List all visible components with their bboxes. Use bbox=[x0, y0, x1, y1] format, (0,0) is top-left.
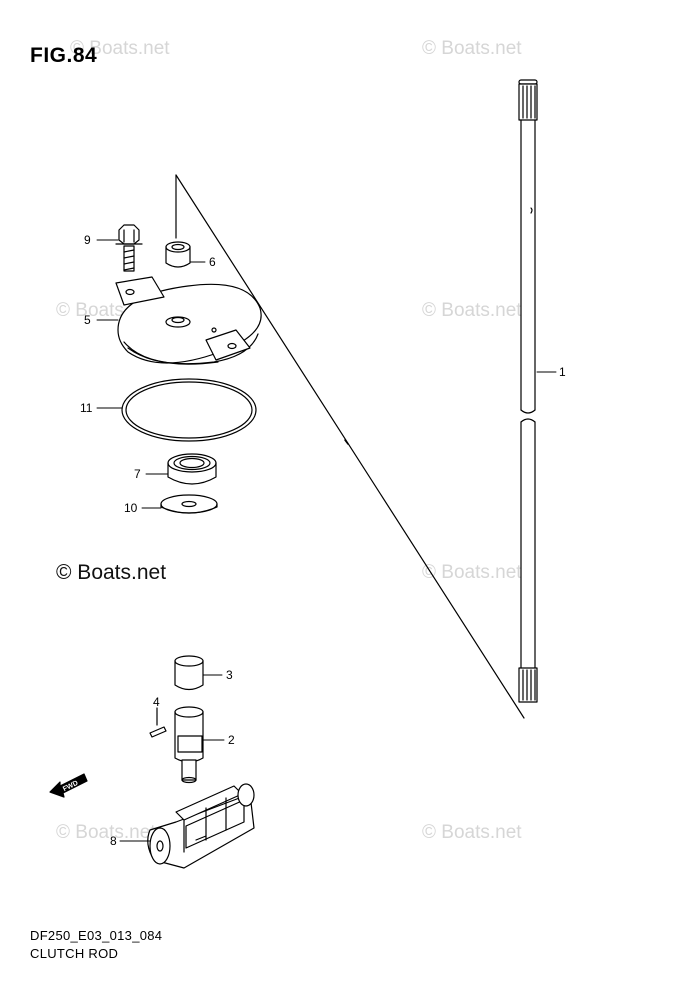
washer-part bbox=[160, 494, 218, 514]
callout-7: 7 bbox=[134, 467, 141, 481]
shaft-part bbox=[174, 706, 204, 784]
callout-10: 10 bbox=[124, 501, 138, 515]
assembly-line-dash bbox=[344, 439, 349, 445]
diagram-title: CLUTCH ROD bbox=[30, 946, 119, 961]
bolt-part bbox=[115, 224, 143, 272]
callout-1: 1 bbox=[559, 365, 566, 379]
watermark: © Boats.net bbox=[70, 38, 170, 59]
bushing-part bbox=[165, 241, 191, 268]
callout-5: 5 bbox=[84, 313, 91, 327]
callout-3: 3 bbox=[226, 668, 233, 682]
callout-4: 4 bbox=[153, 695, 160, 709]
clutch-rod-part bbox=[518, 79, 538, 703]
figure-label: FIG.84 bbox=[30, 44, 98, 67]
callout-11: 11 bbox=[80, 401, 93, 415]
watermark: © Boats.net bbox=[422, 562, 522, 583]
assembly-line bbox=[175, 174, 525, 719]
copyright-notice: © Boats.net bbox=[56, 561, 167, 584]
plate-part bbox=[115, 276, 262, 365]
callout-9: 9 bbox=[84, 233, 91, 247]
forward-arrow-icon bbox=[49, 773, 88, 798]
watermark: © Boats.net bbox=[422, 300, 522, 321]
callout-6: 6 bbox=[209, 255, 216, 269]
shifter-housing-part bbox=[147, 783, 255, 869]
watermark: © Boats.net bbox=[422, 38, 522, 59]
watermark: © Boats.net bbox=[56, 822, 156, 843]
leader-lines bbox=[96, 239, 557, 842]
watermark: © Boats.net bbox=[422, 822, 522, 843]
diagram-code: DF250_E03_013_084 bbox=[30, 928, 163, 943]
sleeve-part bbox=[174, 655, 204, 691]
pin-part bbox=[149, 707, 167, 738]
fwd-label: FWD bbox=[62, 780, 79, 793]
bearing-part bbox=[167, 453, 217, 485]
o-ring-part bbox=[121, 378, 257, 442]
callout-8: 8 bbox=[110, 834, 117, 848]
callout-2: 2 bbox=[228, 733, 235, 747]
